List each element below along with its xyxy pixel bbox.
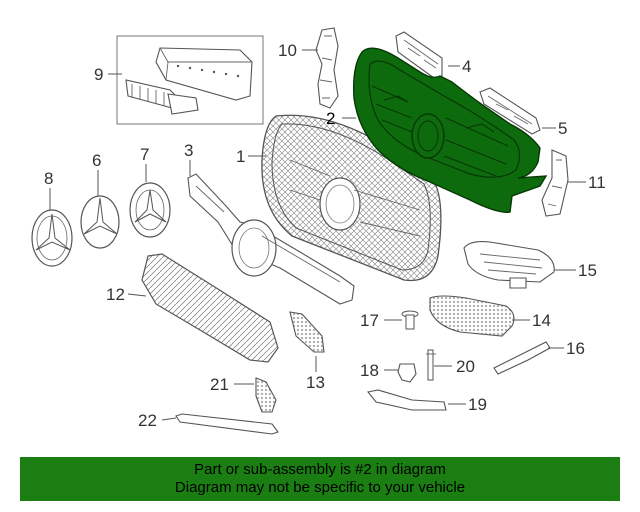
part-16-trim (493, 341, 551, 375)
part-11-bracket (541, 149, 569, 217)
callout-21: 21 (210, 375, 229, 394)
part-21-clip (255, 377, 277, 413)
callout-15: 15 (578, 261, 597, 280)
callout-19: 19 (468, 395, 487, 414)
callout-12: 12 (106, 285, 125, 304)
part-18-nut (397, 363, 417, 383)
part-8-emblem (31, 209, 73, 267)
callout-1: 1 (236, 147, 245, 166)
callout-11: 11 (588, 173, 606, 192)
leader-lines (49, 49, 586, 421)
callout-17: 17 (360, 311, 379, 330)
callout-10: 10 (278, 41, 297, 60)
callout-5: 5 (558, 119, 567, 138)
callout-4: 4 (462, 57, 471, 76)
callout-7: 7 (140, 145, 149, 164)
part-3-frame (187, 173, 355, 305)
callout-16: 16 (566, 339, 585, 358)
callout-18: 18 (360, 361, 379, 380)
callout-13: 13 (306, 373, 325, 392)
part-20-pin (426, 349, 436, 381)
callout-8: 8 (44, 169, 53, 188)
part-19-trim (367, 389, 447, 411)
part-13-insert (289, 311, 325, 353)
parts-diagram: 1 2 3 4 5 6 7 8 9 10 11 12 13 14 15 16 1… (31, 27, 606, 435)
callout-3: 3 (184, 141, 193, 160)
callout-labels: 1 2 3 4 5 6 7 8 9 10 11 12 13 14 15 16 1… (44, 41, 606, 430)
callout-6: 6 (92, 151, 101, 170)
banner-line-1: Part or sub-assembly is #2 in diagram (194, 461, 446, 478)
part-14-mesh-panel (429, 295, 515, 337)
part-15-side-vent (463, 241, 555, 289)
callout-2: 2 (326, 109, 335, 128)
part-17-fastener (401, 310, 419, 330)
part-2-grille-frame-highlight (352, 47, 548, 213)
part-10-bracket (315, 27, 339, 109)
part-4-bracket (395, 31, 443, 79)
banner-line-2: Diagram may not be specific to your vehi… (174, 479, 466, 496)
part-7-emblem (129, 182, 171, 238)
part-9-inset (116, 35, 264, 125)
callout-20: 20 (456, 357, 475, 376)
part-22-strip (175, 413, 279, 435)
part-12-lower-grille (141, 253, 279, 363)
part-6-emblem (80, 195, 120, 249)
info-banner: Part or sub-assembly is #2 in diagram Di… (20, 457, 620, 501)
callout-14: 14 (532, 311, 551, 330)
part-5-bracket (479, 87, 541, 135)
callout-22: 22 (138, 411, 157, 430)
callout-9: 9 (94, 65, 103, 84)
